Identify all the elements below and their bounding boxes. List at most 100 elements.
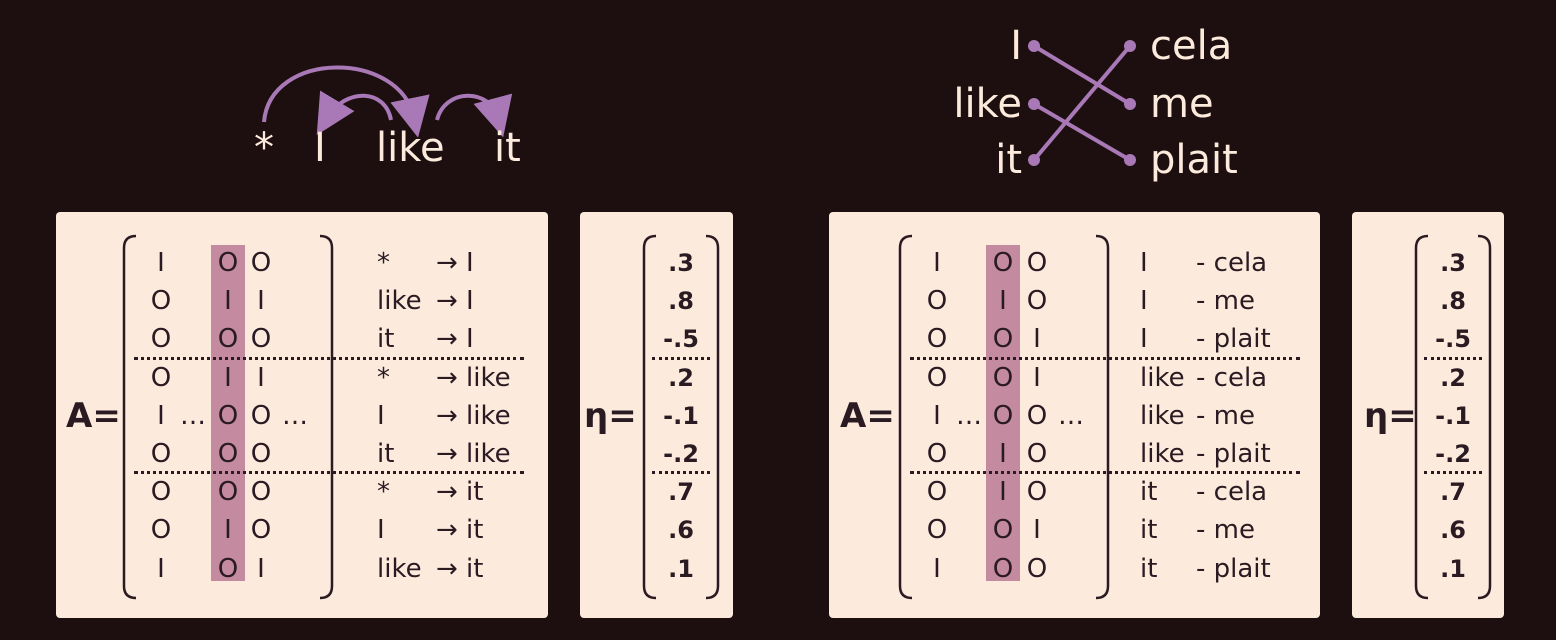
right-matrix-panel: [829, 212, 1320, 618]
right-matrix-cell: I: [1033, 362, 1041, 393]
left-row-label-dep: → I: [436, 324, 474, 355]
right-matrix-cell: O: [992, 515, 1014, 546]
left-row-label-dep: → it: [436, 553, 484, 584]
left-eta-value: -.2: [663, 440, 699, 468]
left-eta-value: .6: [668, 516, 694, 545]
right-eta-value: -.2: [1435, 440, 1471, 468]
left-matrix-bracket-right: [319, 234, 334, 600]
left-matrix-cell: O: [217, 324, 239, 355]
left-row-label-head: like: [377, 553, 422, 584]
left-matrix-cell: …: [282, 400, 308, 431]
right-matrix-cell: O: [1026, 553, 1048, 584]
right-matrix-cell: I: [1033, 515, 1041, 546]
right-row-label-dep: - cela: [1196, 477, 1268, 508]
left-matrix-cell: I: [257, 553, 265, 584]
right-matrix-cell: O: [1026, 286, 1048, 317]
left-eta-value: .1: [668, 554, 694, 583]
right-matrix-cell: I: [999, 477, 1007, 508]
src-node-like: [1028, 98, 1040, 110]
right-matrix-cell: O: [992, 248, 1014, 278]
right-matrix-cell: O: [1026, 248, 1048, 278]
left-row-label-head: *: [377, 248, 390, 278]
src-node-I: [1028, 40, 1040, 52]
left-row-label-head: *: [377, 477, 390, 508]
left-matrix-cell: O: [217, 248, 239, 278]
left-separator-1: [134, 471, 524, 475]
left-highlight-column: [211, 245, 245, 581]
right-row-label-dep: - me: [1196, 400, 1255, 431]
left-row-label-dep: → like: [436, 400, 511, 431]
dep-word-I: I: [314, 125, 326, 171]
left-matrix-cell: O: [150, 362, 172, 393]
left-eta-value: -.1: [663, 401, 699, 430]
left-row-label-head: *: [377, 362, 390, 393]
left-matrix-cell: I: [224, 515, 232, 546]
left-matrix-cell: O: [217, 477, 239, 508]
right-matrix-cell: O: [1026, 477, 1048, 508]
right-row-label-dep: - plait: [1196, 324, 1271, 355]
right-row-label-head: it: [1140, 553, 1158, 584]
right-row-label-head: like: [1140, 400, 1185, 431]
right-eta-value: -.5: [1435, 325, 1471, 354]
arc-like-it: [435, 93, 513, 138]
left-matrix-cell: O: [250, 324, 272, 355]
left-eta-separator-1: [652, 471, 710, 475]
right-row-label-dep: - cela: [1196, 248, 1268, 278]
left-eta-bracket-left: [642, 234, 657, 600]
right-highlight-column: [986, 245, 1020, 581]
left-eta-bracket-right: [705, 234, 720, 600]
left-eta-value: -.5: [663, 325, 699, 354]
right-matrix-cell: O: [1026, 439, 1048, 469]
left-matrix-cell: O: [250, 477, 272, 508]
right-row-label-head: it: [1140, 515, 1158, 546]
left-row-label-dep: → it: [436, 515, 484, 546]
tgt-word-cela: cela: [1150, 23, 1233, 69]
right-row-label-head: I: [1140, 248, 1148, 278]
left-matrix-cell: I: [257, 362, 265, 393]
left-row-label-dep: → it: [436, 477, 484, 508]
arc-like-I: [316, 90, 393, 136]
right-matrix-bracket-right: [1095, 234, 1110, 600]
right-matrix-cell: I: [999, 439, 1007, 469]
right-matrix-cell: O: [926, 477, 948, 508]
right-matrix-cell: O: [926, 324, 948, 355]
right-matrix-cell: O: [992, 553, 1014, 584]
right-matrix-cell: O: [992, 362, 1014, 393]
right-matrix-cell: I: [933, 248, 941, 278]
left-matrix-cell: O: [150, 477, 172, 508]
src-word-like: like: [953, 81, 1022, 127]
left-eta-value: .8: [668, 287, 694, 316]
right-eta-bracket-right: [1477, 234, 1492, 600]
left-row-label-head: like: [377, 286, 422, 317]
left-eta-value: .2: [668, 363, 694, 392]
left-row-label-dep: → like: [436, 362, 511, 393]
left-matrix-cell: O: [250, 248, 272, 278]
left-row-label-head: I: [377, 400, 385, 431]
left-A-label: A=: [66, 396, 121, 436]
left-matrix-cell: I: [224, 362, 232, 393]
right-eta-value: .8: [1440, 287, 1466, 316]
dep-word-it: it: [494, 125, 521, 171]
right-matrix-cell: …: [956, 400, 982, 431]
left-row-label-dep: → I: [436, 248, 474, 278]
left-matrix-cell: O: [150, 515, 172, 546]
tgt-node-me: [1124, 98, 1136, 110]
right-A-label: A=: [840, 396, 895, 436]
left-matrix-cell: O: [250, 439, 272, 469]
src-word-it: it: [995, 137, 1022, 183]
dep-word-like: like: [376, 125, 445, 171]
right-matrix-cell: O: [992, 400, 1014, 431]
right-row-label-dep: - me: [1196, 286, 1255, 317]
tgt-node-plait: [1124, 154, 1136, 166]
right-eta-value: .1: [1440, 554, 1466, 583]
left-matrix-cell: O: [250, 515, 272, 546]
right-matrix-cell: O: [1026, 400, 1048, 431]
left-row-label-head: it: [377, 439, 395, 469]
tgt-node-cela: [1124, 40, 1136, 52]
left-matrix-cell: I: [157, 248, 165, 278]
left-matrix-cell: O: [217, 439, 239, 469]
